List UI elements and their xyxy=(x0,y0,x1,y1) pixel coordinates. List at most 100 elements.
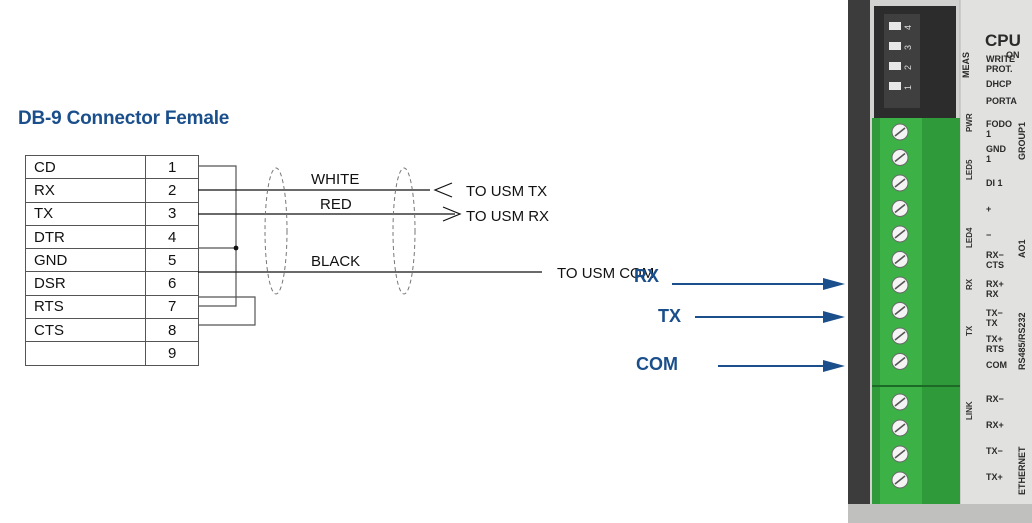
pin-signal: DSR xyxy=(25,271,146,296)
wire-dest-com: TO USM COM xyxy=(557,265,654,282)
screw-slot xyxy=(894,203,906,214)
device-right-label: CTS xyxy=(986,260,1004,270)
dip-number-1: 1 xyxy=(903,85,913,90)
device-right-label: PORTA xyxy=(986,96,1017,106)
wire-dest-rx: TO USM RX xyxy=(466,208,549,225)
device-side-label: PWR xyxy=(965,113,974,132)
device-right-label: TX xyxy=(986,318,998,328)
dip-switch-1 xyxy=(889,22,901,30)
screw-slot xyxy=(894,229,906,239)
module-label-panel xyxy=(960,0,1032,523)
pointer-label-com: COM xyxy=(636,354,678,374)
wire-label-red: RED xyxy=(320,196,352,213)
device-right-label: COM xyxy=(986,360,1007,370)
device-right-label: GND xyxy=(986,144,1007,154)
screw-slot xyxy=(894,178,906,188)
device-side-label: LED4 xyxy=(965,227,974,248)
device-side-label: RX xyxy=(965,278,974,290)
device-group-label: GROUP1 xyxy=(1017,122,1027,160)
pointer-head-rx xyxy=(823,278,845,290)
pointer-arrows xyxy=(672,278,845,372)
screw-slot xyxy=(894,305,906,316)
device-right-label: 1 xyxy=(986,154,991,164)
shield-left xyxy=(264,167,288,295)
device-right-label: RX− xyxy=(986,394,1004,404)
device-right-label: RX xyxy=(986,289,999,299)
device-right-label: TX− xyxy=(986,446,1003,456)
connector-title: DB-9 Connector Female xyxy=(18,108,230,129)
screw-slot xyxy=(894,254,906,265)
device-right-label: RX+ xyxy=(986,420,1004,430)
wire-label-white: WHITE xyxy=(311,171,359,188)
wire-label-black: BLACK xyxy=(311,253,360,270)
cpu-title: CPU xyxy=(985,31,1021,50)
device-group-label: RS485/RS232 xyxy=(1017,312,1027,370)
terminal-screws xyxy=(891,123,909,489)
device-right-label: FODO xyxy=(986,119,1012,129)
device-side-label: LINK xyxy=(965,401,974,420)
device-group-label: ETHERNET xyxy=(1017,446,1027,495)
pointer-label-tx: TX xyxy=(658,306,682,326)
device-right-label: WRITE xyxy=(986,54,1015,64)
device-right-label: TX+ xyxy=(986,334,1003,344)
signal-wires xyxy=(198,189,542,273)
screw-slot xyxy=(894,356,906,367)
pin-number: 9 xyxy=(145,341,199,366)
junction-dot xyxy=(233,245,239,251)
screw-slot xyxy=(894,152,906,163)
device-right-label: DHCP xyxy=(986,79,1012,89)
device-group-label: AO1 xyxy=(1017,239,1027,258)
pin-signal: RX xyxy=(25,178,146,203)
dip-number-4: 4 xyxy=(903,25,913,30)
device-right-label: RX+ xyxy=(986,279,1004,289)
device-right-label: PROT. xyxy=(986,64,1013,74)
pin-number: 4 xyxy=(145,224,199,250)
device-right-label: RTS xyxy=(986,344,1004,354)
device-right-label: TX− xyxy=(986,308,1003,318)
wire-arrows xyxy=(433,182,462,222)
jumper-7-8 xyxy=(198,296,256,326)
module-left-rail xyxy=(848,0,870,523)
cable-shield xyxy=(264,167,416,295)
jumper-1-4-6 xyxy=(198,165,237,307)
screw-slot xyxy=(894,280,906,290)
pin-number: 3 xyxy=(145,201,199,226)
device-right-label: RX− xyxy=(986,250,1004,260)
module-bottom-shadow xyxy=(848,504,1032,523)
pin-signal: RTS xyxy=(25,294,146,320)
device-side-label: LED5 xyxy=(965,159,974,180)
table-row: 9 xyxy=(25,341,199,366)
wire-dest-tx: TO USM TX xyxy=(466,183,547,200)
screw-slot xyxy=(894,423,906,433)
pin-number: 5 xyxy=(145,248,199,273)
shield-right xyxy=(392,167,416,295)
screw-slot xyxy=(894,449,906,459)
dip-switch-4 xyxy=(889,82,901,90)
pin-number: 2 xyxy=(145,178,199,203)
device-right-label: + xyxy=(986,204,991,214)
screw-slot xyxy=(894,127,906,137)
screw-slot xyxy=(894,475,906,485)
dip-number-3: 3 xyxy=(903,45,913,50)
arrow-white xyxy=(433,182,453,198)
pin-signal: CD xyxy=(25,154,146,180)
dip-switch-3 xyxy=(889,62,901,70)
pointer-head-com xyxy=(823,360,845,372)
dip-number-2: 2 xyxy=(903,65,913,70)
arrow-red xyxy=(442,206,462,222)
pin-jumper-lines xyxy=(198,165,256,326)
device-right-label: 1 xyxy=(986,129,991,139)
pin-signal: TX xyxy=(25,201,146,226)
screw-slot xyxy=(894,397,906,407)
